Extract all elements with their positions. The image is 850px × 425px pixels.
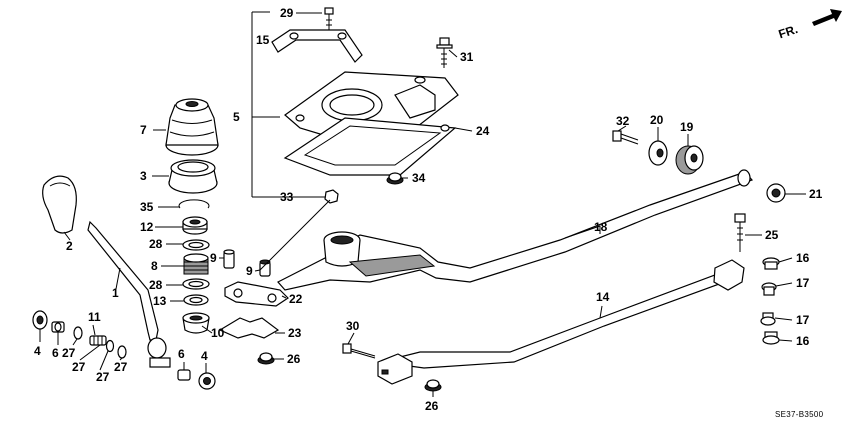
leader-lines [39,12,806,397]
callout-1: 1 [112,286,119,300]
callout-19: 19 [680,120,694,134]
arrow-icon [812,9,842,26]
washer-27-a [73,326,83,340]
front-direction-label: FR. [777,22,800,41]
bushing-12 [182,216,208,235]
bushing-16-upper [762,257,780,270]
guide-bracket-15 [271,29,363,63]
callout-35: 35 [140,200,154,214]
bushing-16-lower [762,331,780,345]
callout-21: 21 [809,187,823,201]
callout-28-upper: 28 [149,237,163,251]
callout-29: 29 [280,6,294,20]
callout-32: 32 [616,114,630,128]
callout-labels: 29 15 31 5 24 33 34 7 3 35 12 28 8 28 13… [34,6,823,413]
bushing-4-right [198,372,216,390]
callout-27-b: 27 [72,360,86,374]
callout-9-left: 9 [210,251,217,265]
callout-17-lower: 17 [796,313,810,327]
shift-knob-2 [42,175,77,234]
callout-14: 14 [596,290,610,304]
washer-27-c [117,345,127,359]
callout-3: 3 [140,169,147,183]
lever-22 [224,281,289,307]
callout-27-a: 27 [62,346,76,360]
bushing-6-left [51,321,65,333]
circlip-35 [178,199,210,209]
boot-ring-3 [168,159,218,194]
callout-4-left: 4 [34,344,41,358]
callout-4-right: 4 [201,349,208,363]
bushing-21 [766,183,786,203]
callout-9-right: 9 [246,264,253,278]
callout-26-upper: 26 [287,352,301,366]
grommet-34 [386,172,404,185]
callout-15: 15 [256,33,270,47]
spring-8 [183,253,209,275]
callout-30: 30 [346,319,360,333]
grommet-26-lower [424,379,442,392]
callout-10: 10 [211,326,225,340]
bushing-19 [675,145,704,175]
shift-housing-5 [284,71,459,141]
callout-22: 22 [289,292,303,306]
bracket-23 [218,317,280,339]
shift-rod-18 [277,169,754,291]
bolt-25 [734,213,746,252]
bolt-32 [612,130,639,145]
callout-16-upper: 16 [796,251,810,265]
boot-7 [165,98,219,156]
callout-27-c: 27 [114,360,128,374]
callout-13: 13 [153,294,167,308]
callout-12: 12 [140,220,154,234]
callout-31: 31 [460,50,474,64]
callout-2: 2 [66,239,73,253]
bushing-6-right [177,369,191,381]
callout-18: 18 [594,220,608,234]
bolt-31 [436,37,453,68]
callout-17-upper: 17 [796,276,810,290]
bushing-20 [648,140,668,166]
callout-7: 7 [140,123,147,137]
extension-rod-14 [377,259,745,385]
callout-6-left: 6 [52,346,59,360]
washer-28-upper [182,239,210,251]
shift-lever-1 [87,220,171,368]
callout-5: 5 [233,110,240,124]
washer-28-lower [182,278,210,290]
bushing-10 [182,312,210,334]
callout-34: 34 [412,171,426,185]
callout-28-lower: 28 [149,278,163,292]
bushing-4-left [32,310,48,330]
callout-25: 25 [765,228,779,242]
callout-33: 33 [280,190,294,204]
callout-6-right: 6 [178,347,185,361]
callout-16-lower: 16 [796,334,810,348]
diagram-code: SE37-B3500 [775,410,824,419]
nut-33 [324,189,339,204]
bushing-17-upper [761,282,777,296]
bracket-lines [251,11,326,198]
pin-9-left [223,249,235,269]
pin-9-right [259,259,271,277]
grommet-26-upper [257,352,275,365]
gasket-24 [283,117,457,176]
callout-8: 8 [151,259,158,273]
callout-20: 20 [650,113,664,127]
front-direction-indicator: FR. [777,9,842,41]
callout-24: 24 [476,124,490,138]
pin-11 [89,335,107,346]
callout-26-lower: 26 [425,399,439,413]
callout-23: 23 [288,326,302,340]
washer-27-b [105,339,115,353]
ring-13 [183,294,209,306]
callout-11: 11 [88,310,101,324]
bushing-17-lower [760,312,776,326]
callout-27-mid: 27 [96,370,110,384]
bolt-30 [342,343,376,359]
